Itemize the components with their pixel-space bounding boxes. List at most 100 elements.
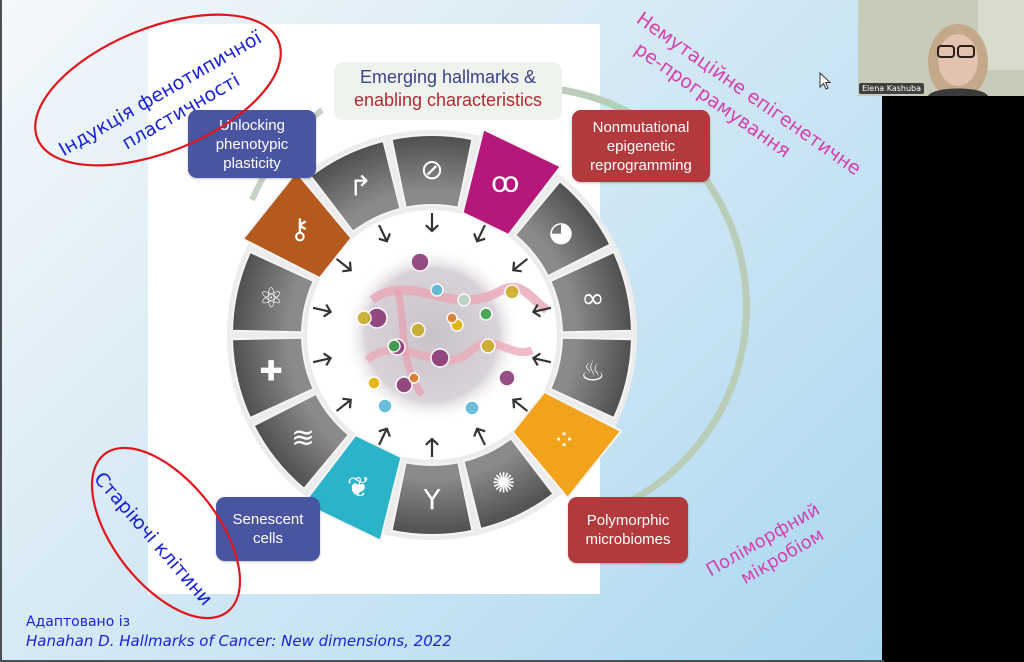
- inward-arrow: [312, 357, 331, 364]
- tumor-illustration: [344, 247, 550, 423]
- inward-arrow-head: [378, 427, 391, 438]
- wheel-segment: [252, 392, 351, 491]
- wheel-segment: [548, 336, 633, 420]
- inward-arrow: [378, 428, 388, 446]
- flame-icon: ♨: [580, 355, 605, 388]
- inward-arrow: [476, 224, 486, 242]
- no-entry-icon: ⊘: [420, 153, 443, 186]
- citation-line-2: Hanahan D. Hallmarks of Cancer: New dime…: [26, 632, 452, 650]
- wheel-segment: [513, 179, 612, 278]
- label-line: epigenetic: [606, 137, 676, 155]
- dna-helix-icon: ≋: [291, 421, 314, 454]
- inward-arrow: [533, 357, 552, 364]
- tumor-cell: [446, 312, 458, 324]
- wheel-segment: [511, 390, 623, 500]
- participant-avatar-video: [858, 0, 1024, 96]
- inward-arrow-head: [512, 397, 522, 409]
- tumor-cell: [457, 293, 471, 307]
- tumor-cell: [498, 369, 516, 387]
- hallmarks-wheel: ↱ ⊘ ꝏ ◕∞ ♨ ⁘ ✺ Y ❦ ≋ ✚ ⚛ ⚷: [227, 86, 750, 543]
- inward-arrow: [512, 398, 529, 412]
- title-line-2: enabling characteristics: [353, 90, 543, 110]
- label-line: plasticity: [223, 154, 281, 172]
- pacman-cell-icon: ◕: [549, 215, 573, 248]
- tumor-cell: [356, 310, 372, 326]
- participant-video-tile[interactable]: Elena Kashuba: [858, 0, 1024, 96]
- inward-arrow-head: [425, 437, 439, 446]
- cross-icon: ✚: [259, 355, 282, 388]
- label-line: Polymorphic: [586, 512, 670, 529]
- inward-arrow-head: [425, 224, 439, 233]
- wheel-segment: [462, 436, 555, 531]
- inward-arrow-head: [322, 304, 333, 318]
- wheel-segment: [231, 250, 316, 334]
- tumor-cell: [395, 376, 413, 394]
- figure-title: Emerging hallmarks & enabling characteri…: [334, 62, 562, 120]
- label-unlocking-phenotypic-plasticity: Unlocking phenotypic plasticity: [188, 110, 316, 178]
- inward-arrow: [378, 224, 388, 242]
- video-gallery-empty-area: [882, 96, 1024, 662]
- bacteria-icon: ⁘: [552, 423, 575, 456]
- tumor-cell: [504, 284, 520, 300]
- label-line: microbiomes: [585, 531, 671, 548]
- window-bottom-border: [0, 660, 884, 662]
- label-polymorphic-microbiomes: Polymorphic microbiomes: [568, 497, 688, 563]
- wheel-segment: [309, 139, 402, 234]
- tumor-cell: [430, 348, 450, 368]
- label-line: cells: [252, 530, 283, 547]
- tumor-cell: [367, 376, 381, 390]
- tumor-cell: [377, 398, 393, 414]
- inward-arrow: [335, 258, 352, 272]
- inward-arrow-head: [473, 427, 486, 438]
- label-line: phenotypic: [215, 135, 289, 153]
- label-line: Nonmutational: [592, 118, 690, 136]
- wheel-segment: [301, 433, 403, 543]
- window-left-border: [0, 0, 2, 662]
- participant-name: Elena Kashuba: [859, 83, 925, 94]
- inward-arrow: [533, 306, 552, 313]
- inward-arrow-head: [342, 397, 352, 409]
- tumor-cell: [430, 283, 444, 297]
- wheel-segment: [241, 170, 353, 280]
- inward-arrow-head: [378, 232, 391, 243]
- wheel-segment: [548, 250, 633, 334]
- label-nonmutational-epigenetic-reprogramming: Nonmutational epigenetic reprogramming: [572, 110, 710, 182]
- tumor-cell: [410, 322, 426, 338]
- inward-arrow-head: [342, 261, 352, 273]
- atom-icon: ⚛: [259, 281, 284, 314]
- cell-division-icon: ✺: [492, 467, 515, 500]
- branching-vessel-icon: Y: [422, 483, 441, 516]
- wheel-segment: [390, 461, 474, 536]
- label-line: Unlocking: [219, 116, 285, 134]
- wheel-segment: [390, 134, 474, 209]
- label-senescent-cells: Senescent cells: [216, 497, 320, 561]
- infinity-icon: ∞: [581, 281, 604, 314]
- tumor-cell: [387, 339, 401, 353]
- title-line-1: Emerging hallmarks &: [359, 67, 537, 87]
- inward-arrow-head: [473, 232, 486, 243]
- presentation-slide: ↱ ⊘ ꝏ ◕∞ ♨ ⁘ ✺ Y ❦ ≋ ✚ ⚛ ⚷ Emerging hallmarks & enab…: [2, 0, 882, 660]
- inward-arrow: [476, 428, 486, 446]
- arrow-turn-icon: ↱: [349, 169, 372, 202]
- label-line: reprogramming: [590, 156, 692, 174]
- inward-arrow: [335, 398, 352, 412]
- inward-arrow-head: [531, 352, 542, 366]
- citation-line-1: Адаптовано із: [26, 614, 131, 630]
- tumor-cell: [480, 338, 496, 354]
- tumor-cell: [410, 252, 430, 272]
- mouse-cursor: [819, 72, 832, 90]
- dna-loops-icon: ꝏ: [491, 166, 520, 199]
- wheel-segment: [461, 127, 563, 237]
- leaf-icon: ❦: [347, 470, 370, 503]
- tumor-cell: [408, 372, 420, 384]
- inward-arrow-head: [322, 352, 333, 366]
- inward-arrow: [512, 258, 529, 272]
- tumor-cell: [479, 307, 493, 321]
- label-line: Senescent: [232, 511, 304, 528]
- key-icon: ⚷: [290, 213, 311, 246]
- tumor-cell: [464, 400, 480, 416]
- wheel-segment: [231, 336, 316, 420]
- inward-arrow: [312, 306, 331, 313]
- inward-arrow-head: [531, 304, 542, 318]
- inward-arrow-head: [512, 261, 522, 273]
